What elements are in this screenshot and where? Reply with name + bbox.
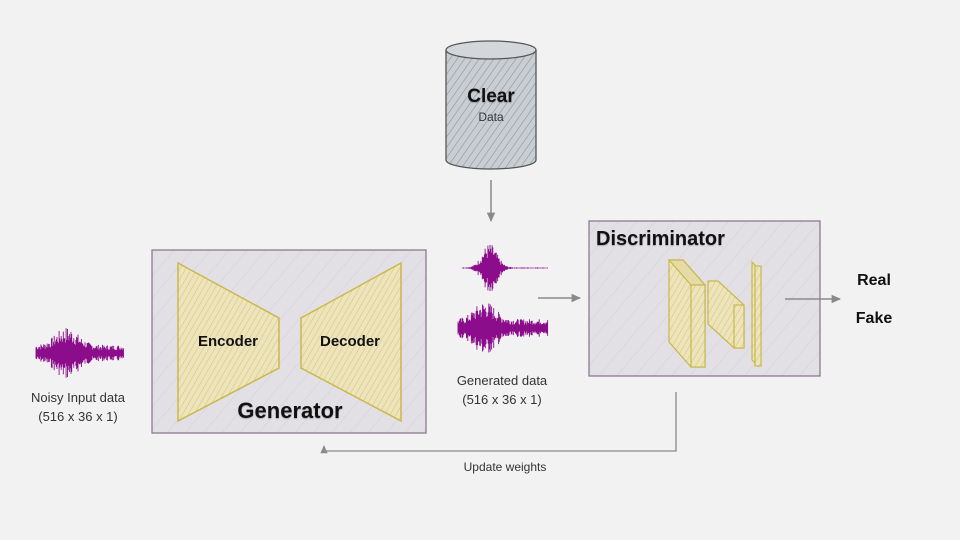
generated-noisy-waveform (457, 303, 549, 353)
noisy-input-line2: (516 x 36 x 1) (38, 409, 118, 424)
waveform-trace (457, 303, 549, 353)
discriminator-title: Discriminator (596, 228, 725, 250)
noisy-input-line1: Noisy Input data (31, 390, 125, 405)
waveform-trace (461, 244, 548, 292)
clear-data-cylinder (445, 40, 537, 170)
generated-data-label: Generated data (516 x 36 x 1) (432, 371, 572, 409)
generated-clean-waveform (461, 244, 548, 292)
output-fake-label: Fake (855, 310, 893, 327)
encoder-shape (177, 261, 280, 423)
output-real-label: Real (857, 272, 891, 289)
discriminator-layers (667, 259, 762, 368)
clear-data-title: Clear (467, 86, 515, 107)
generated-data-line2: (516 x 36 x 1) (462, 392, 542, 407)
generator-title: Generator (237, 398, 343, 423)
update-weights-label: Update weights (463, 460, 547, 474)
decoder-label: Decoder (319, 333, 381, 350)
clear-data-subtitle: Data (478, 110, 504, 124)
encoder-label: Encoder (197, 333, 258, 350)
decoder-shape (300, 261, 402, 423)
update-weights-arrow (320, 392, 677, 454)
waveform-trace (35, 328, 124, 378)
generated-data-line1: Generated data (456, 373, 548, 388)
noisy-input-label: Noisy Input data (516 x 36 x 1) (8, 388, 148, 426)
noisy-input-waveform (35, 328, 124, 378)
